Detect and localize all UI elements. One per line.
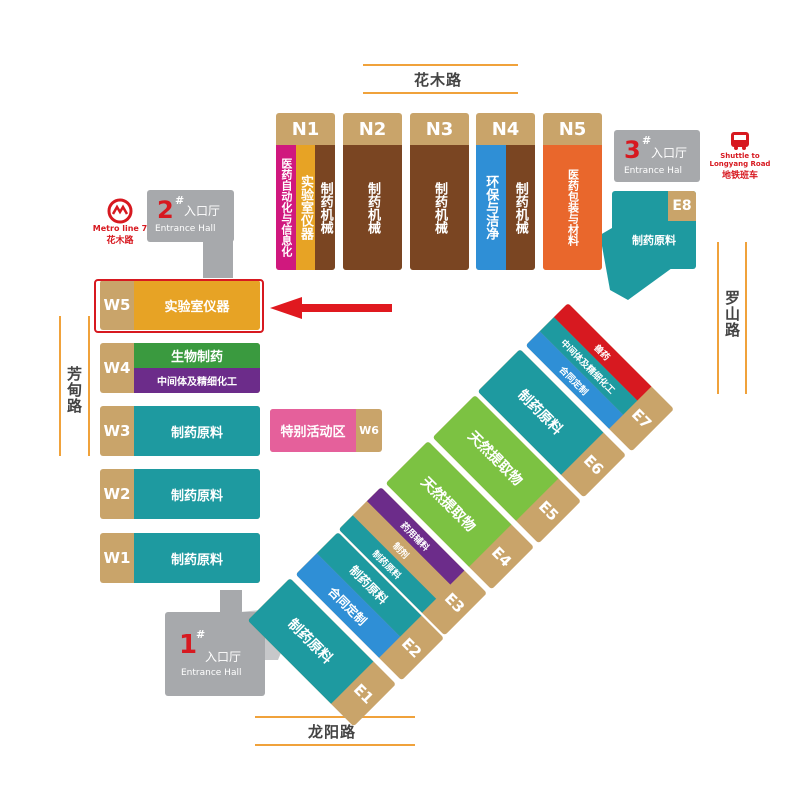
hall-band: 制药机械 (343, 145, 402, 270)
hall-band: 制药原料 (632, 234, 676, 247)
entrance-2-mark: # (175, 194, 185, 207)
hall-id: W4 (103, 359, 131, 377)
road-north-line (363, 92, 518, 94)
w5-highlight-frame (94, 279, 264, 333)
hall-n1[interactable]: N1 医药自动化与信息化实验室仪器制药机械 (276, 113, 335, 270)
road-east-label: 罗山路 (723, 290, 741, 338)
road-south-line (255, 716, 415, 718)
hall-id: W2 (103, 485, 131, 503)
hall-id: E8 (668, 191, 696, 221)
hall-band: 生物制药 (134, 343, 260, 368)
entrance-2-en: Entrance Hall (155, 224, 216, 234)
hall-id: W1 (103, 549, 131, 567)
entrance-3-number: 3 (624, 136, 641, 164)
arrow-left-icon (270, 297, 392, 319)
hall-band: 制药机械 (505, 145, 535, 270)
road-south-line (255, 744, 415, 746)
entrance-hall-1[interactable]: 1 # 入口厅 Entrance Hall (165, 612, 265, 696)
hall-e8[interactable]: E8 制药原料 (612, 191, 696, 269)
hall-band: 医药自动化与信息化 (276, 145, 296, 270)
entrance-2-cn: 入口厅 (184, 204, 221, 218)
hall-n3[interactable]: N3 制药机械 (410, 113, 469, 270)
metro-line-label: Metro line 7 (92, 224, 148, 233)
w6-label: 特别活动区 (270, 409, 356, 452)
w6-id: W6 (359, 424, 379, 437)
hall-band: 实验室仪器 (295, 145, 316, 270)
hall-band: 环保与洁净 (476, 145, 506, 270)
entrance-hall-2[interactable]: 2 # 入口厅 Entrance Hall (147, 190, 234, 242)
entrance-1-mark: # (196, 628, 206, 641)
hall-band: 实验室仪器 (134, 280, 260, 330)
metro-station-label: 花木路 (106, 236, 134, 246)
hall-band: 制药机械 (315, 145, 335, 270)
metro-sign[interactable]: Metro line 7 花木路 (88, 198, 152, 258)
road-west-label: 芳甸路 (65, 366, 83, 414)
entrance-3-mark: # (642, 134, 652, 147)
road-west-line (88, 316, 90, 456)
hall-id: N3 (425, 118, 454, 140)
hall-band: 医药包装与材料 (543, 145, 602, 270)
entrance-1-cn: 入口厅 (205, 650, 242, 664)
hall-id: N5 (558, 118, 587, 140)
entrance-hall-3[interactable]: 3 # 入口厅 Entrance Hal (614, 130, 700, 182)
road-north-label: 花木路 (414, 71, 463, 89)
road-east-line (717, 242, 719, 394)
hall-id: W5 (103, 296, 131, 314)
entrance-1-number: 1 (179, 630, 198, 660)
shuttle-en2: Longyang Road (709, 160, 771, 168)
bus-icon (731, 132, 749, 150)
entrance-3-en: Entrance Hal (624, 166, 682, 176)
entrance-3-cn: 入口厅 (651, 146, 688, 160)
road-west-line (59, 316, 61, 456)
hall-band: 制药原料 (134, 533, 260, 583)
hall-n2[interactable]: N2 制药机械 (343, 113, 402, 270)
hall-w6[interactable]: 特别活动区 W6 (270, 409, 382, 452)
hall-band: 制药原料 (134, 406, 260, 456)
road-north-line (363, 64, 518, 66)
hall-band: 中间体及精细化工 (134, 368, 260, 393)
entrance-1-en: Entrance Hall (181, 668, 242, 678)
road-east-line (745, 242, 747, 394)
shuttle-sign[interactable]: Shuttle to Longyang Road 地铁班车 (704, 130, 776, 190)
shuttle-en1: Shuttle to (720, 152, 760, 160)
hall-id: N2 (358, 118, 387, 140)
metro-logo-icon (107, 198, 133, 224)
hall-band: 制药机械 (410, 145, 469, 270)
hall-id: N4 (491, 118, 520, 140)
hall-n4[interactable]: N4 环保与洁净制药机械 (476, 113, 535, 270)
road-south-label: 龙阳路 (308, 723, 357, 741)
shuttle-cn: 地铁班车 (721, 171, 758, 181)
hall-band: 制药原料 (134, 469, 260, 519)
entrance-2-number: 2 (157, 196, 174, 224)
hall-id: W3 (103, 422, 131, 440)
hall-id: N1 (291, 118, 320, 140)
hall-n5[interactable]: N5 医药包装与材料 (543, 113, 602, 270)
